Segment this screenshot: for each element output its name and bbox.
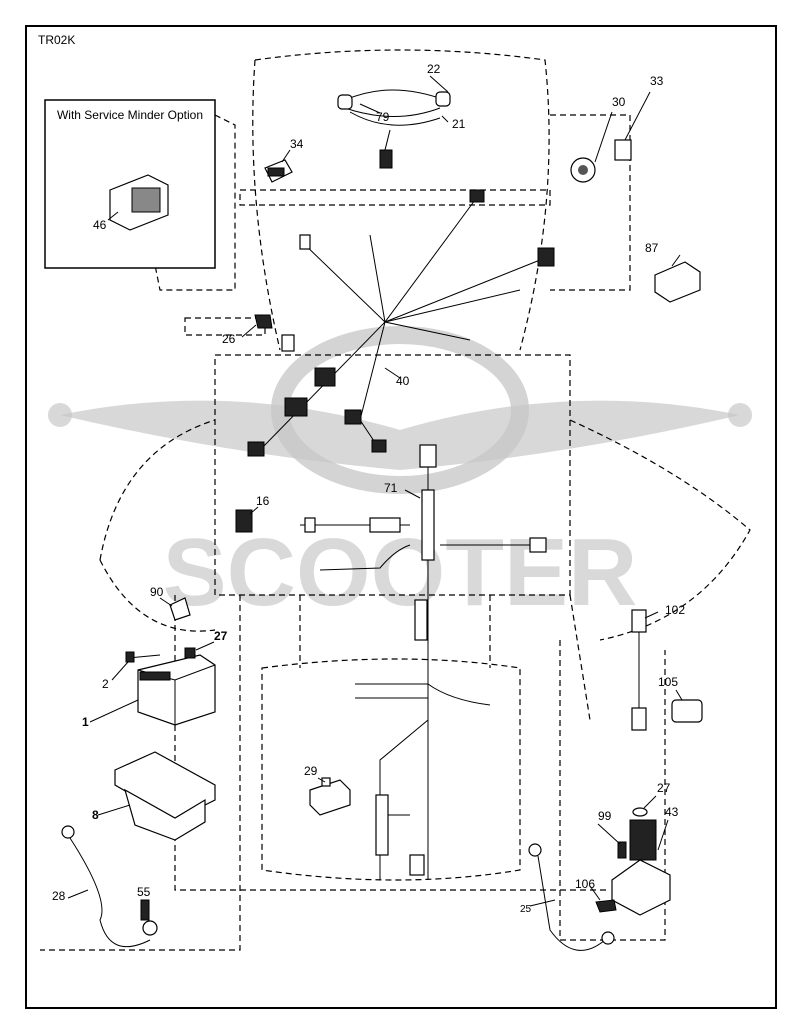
callout-29: 29: [304, 764, 318, 778]
harness-71: [300, 444, 547, 880]
callout-106: 106: [575, 877, 595, 891]
callout-16: 16: [256, 494, 270, 508]
part-16-connector: [235, 506, 259, 533]
callout-25: 25: [520, 904, 532, 915]
watermark: SCOOTER: [48, 326, 752, 626]
callout-34: 34: [290, 137, 304, 151]
callout-27-top: 27: [214, 629, 228, 643]
part-106-clip: [589, 885, 617, 913]
callout-71: 71: [384, 481, 398, 495]
callout-labels: TR02K 46 22 79 21 34 30 33 87 26 40 71 1…: [38, 33, 685, 915]
part-43-starter-solenoid: [611, 819, 671, 916]
part-34-switch: [264, 149, 293, 183]
callout-46: 46: [93, 218, 107, 232]
part-105-solenoid: [671, 689, 703, 723]
callout-43: 43: [665, 805, 679, 819]
part-8-battery-tray: [97, 751, 216, 841]
main-harness-40: [247, 189, 555, 457]
callout-40: 40: [396, 374, 410, 388]
callout-33: 33: [650, 74, 664, 88]
part-27-washer: [632, 795, 657, 817]
lower-harness: [355, 683, 491, 880]
part-2-bolt: [111, 651, 161, 681]
callout-2: 2: [102, 677, 109, 691]
callout-1: 1: [82, 715, 89, 729]
callout-22: 22: [427, 62, 441, 76]
part-30-ignition-switch: [570, 111, 613, 183]
callout-26: 26: [222, 332, 236, 346]
callout-8: 8: [92, 808, 99, 822]
service-minder-inset: With Service Minder Option: [44, 99, 216, 269]
service-minder-display: [109, 174, 169, 231]
part-102-relay: [631, 609, 659, 731]
part-28-cable: [61, 825, 158, 948]
part-1-battery: [89, 654, 216, 726]
part-26-clip: [241, 314, 273, 338]
callout-105: 105: [658, 675, 678, 689]
part-33-key: [614, 91, 651, 161]
part-25-cable: [528, 843, 615, 951]
callout-21: 21: [452, 117, 466, 131]
callout-28: 28: [52, 889, 66, 903]
callout-27-right: 27: [657, 781, 671, 795]
callout-79: 79: [376, 110, 390, 124]
callout-102: 102: [665, 603, 685, 617]
watermark-text: SCOOTER: [163, 519, 638, 626]
callout-30: 30: [612, 95, 626, 109]
part-29-switch: [309, 777, 351, 816]
part-99-bolt: [597, 823, 627, 859]
inset-title: With Service Minder Option: [57, 108, 203, 122]
callout-90: 90: [150, 585, 164, 599]
diagram-frame: [25, 25, 777, 1009]
part-27-nut: [184, 641, 215, 659]
part-87-switch: [654, 254, 701, 303]
part-55-bolt: [140, 899, 150, 921]
callout-99: 99: [598, 809, 612, 823]
part-90: [159, 597, 191, 621]
callout-55: 55: [137, 885, 151, 899]
callout-87: 87: [645, 241, 659, 255]
diagram-code: TR02K: [38, 33, 75, 47]
headlight-harness: [337, 75, 451, 169]
